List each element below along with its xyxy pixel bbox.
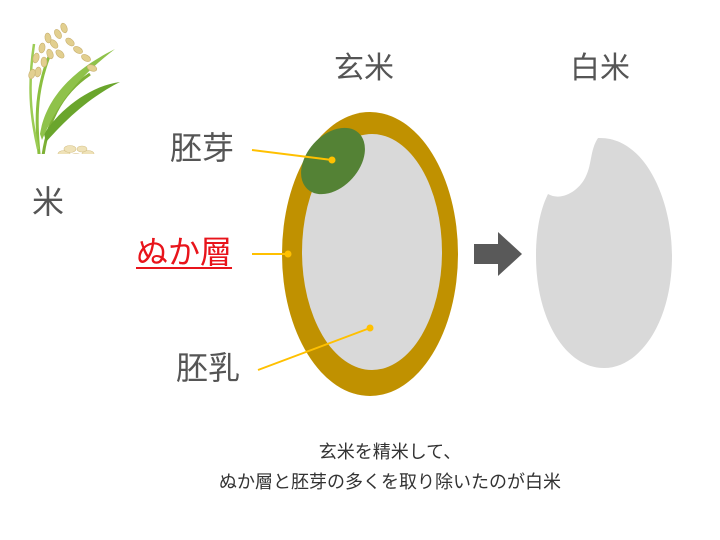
caption-line-2: ぬか層と胚芽の多くを取り除いたのが白米 (219, 472, 561, 493)
arrow-right-icon (474, 232, 522, 276)
rice-plant-icon (28, 22, 120, 154)
caption-line-1: 玄米を精米して、 (318, 442, 462, 463)
white-rice-grain (536, 137, 672, 368)
bran-label: ぬか層 (136, 233, 233, 271)
germ-label: 胚芽 (170, 129, 235, 167)
endosperm-leader-line (257, 327, 371, 371)
germ-leader-line (251, 149, 333, 161)
rice-label: 米 (32, 183, 65, 221)
white-rice-title: 白米 (570, 51, 630, 86)
brown-rice-title: 玄米 (334, 51, 394, 86)
endosperm-label: 胚乳 (176, 349, 241, 387)
endosperm-area (302, 134, 442, 370)
